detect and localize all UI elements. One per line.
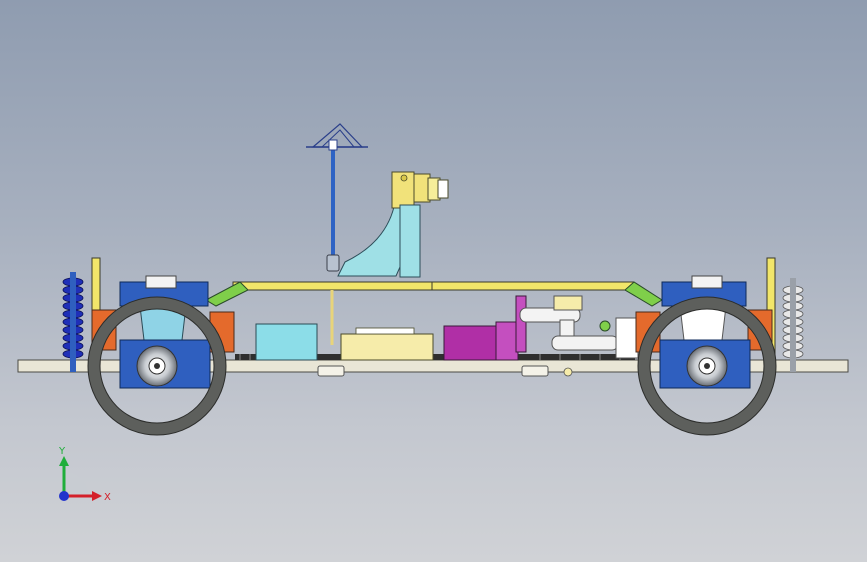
antenna [306, 123, 368, 272]
upper-deck [204, 281, 663, 307]
axis-triad-icon: Y X [58, 446, 111, 503]
z-axis-dot [59, 491, 69, 501]
rear-wheel [637, 296, 777, 436]
y-axis-label: Y [58, 446, 66, 457]
steering-linkage [515, 295, 639, 377]
camera-mount [337, 171, 449, 278]
electronics [255, 290, 519, 361]
x-axis-label: X [104, 492, 111, 503]
front-wheel [87, 296, 227, 436]
